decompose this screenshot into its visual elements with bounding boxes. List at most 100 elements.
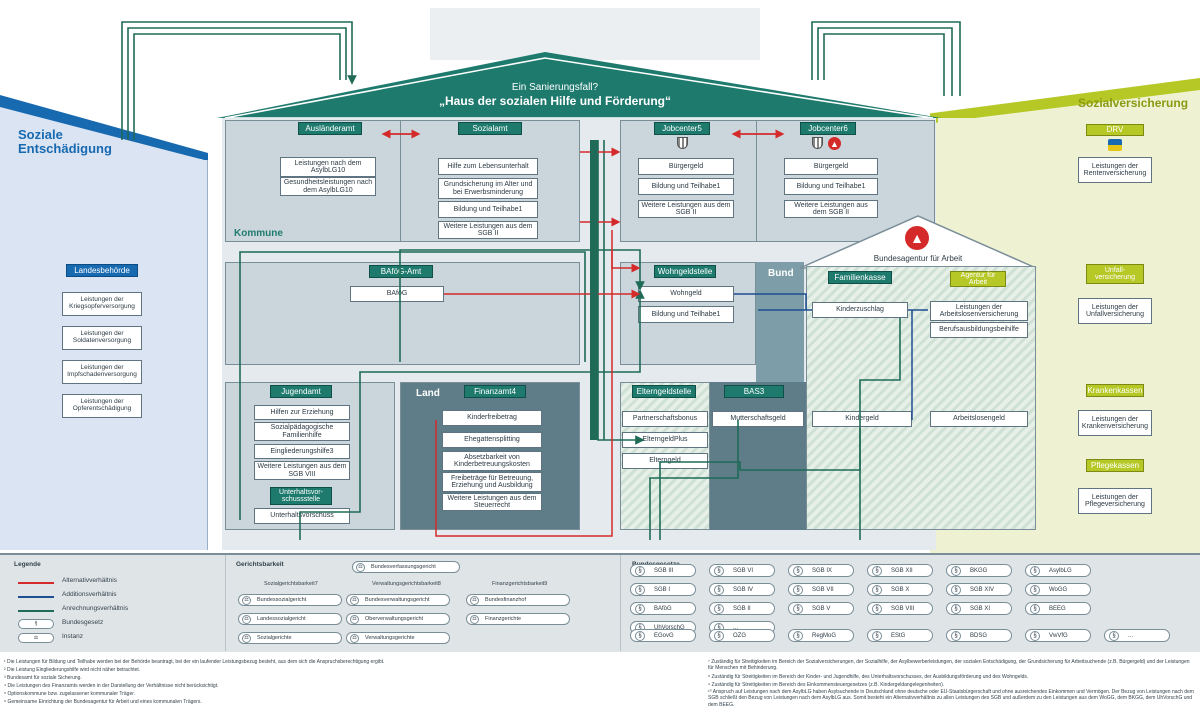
law-item: §RegMoG — [788, 629, 854, 642]
court-name: Finanzgerichte — [485, 616, 522, 622]
law-item: § BEEG — [1025, 602, 1091, 615]
ba-aa-item-1: Leistungen der Arbeitslosenversicherung — [930, 301, 1028, 321]
scales-icon: ⚖ — [470, 595, 479, 605]
kranken-header: Krankenkassen — [1086, 384, 1144, 397]
legend-line-symbol — [18, 596, 54, 598]
jugendamt-header: Jugendamt — [270, 385, 332, 398]
finanzamt-header: Finanzamt4 — [464, 385, 526, 398]
law-item: §BAföG — [630, 602, 696, 615]
paragraph-icon: § — [872, 603, 882, 614]
familienkasse-header: Familienkasse — [828, 271, 892, 284]
left-wing-item: Leistungen der Impfschadenversorgung — [62, 360, 142, 384]
court-name: Sozialgerichte — [257, 635, 292, 641]
court-name: Bundesfinanzhof — [485, 597, 526, 603]
law-item: §SGB XIV — [946, 583, 1012, 596]
law-name: SGB X — [891, 586, 910, 593]
paragraph-icon: § — [635, 565, 645, 576]
law-name: BDSG — [970, 632, 988, 639]
court-item: ⚖ Sozialgerichte — [238, 632, 342, 644]
sa-item-4: Weitere Leistungen aus dem SGB II — [438, 221, 538, 239]
scales-icon: ⚖ — [350, 633, 359, 643]
bafoeg-zone — [225, 262, 580, 365]
law-item: §WoGG — [1025, 583, 1091, 596]
paragraph-icon: § — [714, 603, 724, 614]
law-item: §SGB XI — [946, 602, 1012, 615]
right-wing-title: Sozialversicherung — [1078, 96, 1189, 110]
law-item: §SGB XII — [867, 564, 933, 577]
footnote: ⁸ Zuständig für Streitigkeiten im Bereic… — [708, 674, 1029, 680]
law-name: ... — [1128, 632, 1134, 639]
paragraph-icon: § — [635, 584, 645, 595]
fa-item-4: Freibeträge für Betreuung, Erziehung und… — [442, 472, 542, 492]
fa-item-2: Ehegattensplitting — [442, 432, 542, 448]
elterngeldstelle-header: Elterngeldstelle — [632, 385, 696, 398]
paragraph-icon: § — [872, 630, 882, 641]
law-item: §SGB V — [788, 602, 854, 615]
fa-item-3: Absetzbarkeit von Kinderbetreuungskosten — [442, 451, 542, 471]
eg-item-3: Elterngeld — [622, 453, 708, 469]
bas-header: BAS3 — [724, 385, 784, 398]
law-name: UhVorschG — [654, 624, 685, 631]
court-name: Verwaltungsgerichte — [365, 635, 415, 641]
skyline — [430, 8, 760, 60]
paragraph-icon: § — [872, 584, 882, 595]
wohngeld-bt-item: Bildung und Teilhabe1 — [638, 306, 734, 323]
paragraph-icon: § — [951, 630, 961, 641]
paragraph-icon: § — [635, 603, 645, 614]
paragraph-icon: § — [793, 630, 803, 641]
courts-title: Gerichtsbarkeit — [236, 561, 284, 568]
scales-icon: ⚖ — [470, 614, 479, 624]
pflege-item: Leistungen der Pflegeversicherung — [1078, 488, 1152, 514]
sozialamt-header: Sozialamt — [458, 122, 522, 135]
paragraph-icon: § — [1030, 603, 1040, 614]
pflege-header: Pflegekassen — [1086, 459, 1144, 472]
paragraph-icon: § — [1030, 630, 1040, 641]
bafoeg-amt-header: BAföG-Amt — [369, 265, 433, 278]
law-name: BEEG — [1049, 605, 1066, 612]
court-column-head: Sozialgerichtsbarkeit7 — [264, 581, 318, 587]
law-item: §VwVfG — [1025, 629, 1091, 642]
ba-logo-small-icon: ▲ — [828, 137, 841, 150]
law-item: §EGovG — [630, 629, 696, 642]
kinderzuschlag-item: Kinderzuschlag — [812, 302, 908, 318]
landesbehoerde-header: Landesbehörde — [66, 264, 138, 277]
law-name: WoGG — [1049, 586, 1068, 593]
eg-item-1: Partnerschaftsbonus — [622, 411, 708, 427]
law-name: SGB III — [654, 567, 674, 574]
paragraph-icon: § — [714, 630, 724, 641]
court-item: ⚖Landessozialgericht — [238, 613, 342, 625]
auslaenderamt-header: Ausländeramt — [298, 122, 362, 135]
sa-item-2: Grundsicherung im Alter und bei Erwerbsm… — [438, 178, 538, 199]
left-wing-item: Leistungen der Opferentschädigung — [62, 394, 142, 418]
paragraph-icon: § — [793, 603, 803, 614]
kommune-label: Kommune — [234, 228, 283, 239]
footnote: ⁹ Zuständig für Streitigkeiten im Bereic… — [708, 681, 945, 688]
law-name: EGovG — [654, 632, 674, 639]
unfall-header: Unfall- versicherung — [1086, 264, 1144, 284]
ja-item-4: Weitere Leistungen aus dem SGB VIII — [254, 461, 350, 480]
paragraph-icon: § — [951, 603, 961, 614]
court-item: ⚖Oberverwaltungsgericht — [346, 613, 450, 625]
kommune-divider — [400, 120, 401, 242]
law-item: §OZG — [709, 629, 775, 642]
court-item: ⚖ Verwaltungsgerichte — [346, 632, 450, 644]
law-name: SGB VI — [733, 567, 754, 574]
bas-zone — [710, 382, 806, 530]
unfall-item: Leistungen der Unfallversicherung — [1078, 298, 1152, 324]
bverfg-item: ⚖Bundesverfassungsgericht — [352, 561, 460, 573]
court-name: Oberverwaltungsgericht — [365, 616, 424, 622]
wohngeldstelle-header: Wohngeldstelle — [654, 265, 716, 278]
court-name: Bundesverwaltungsgericht — [365, 597, 430, 603]
sa-item-3: Bildung und Teilhabe1 — [438, 201, 538, 218]
jobcenter5-header: Jobcenter5 — [654, 122, 710, 135]
scales-icon: ⚖ — [242, 633, 251, 643]
footnote: ¹ Die Leistungen für Bildung und Teilhab… — [4, 659, 385, 665]
court-name: Landessozialgericht — [257, 616, 306, 622]
law-name: SGB II — [733, 605, 751, 612]
law-item: §SGB VI — [709, 564, 775, 577]
aa-item-2: Gesundheitsleistungen nach dem AsylbLG10 — [280, 177, 376, 196]
arbeitslosengeld-item: Arbeitslosengeld — [930, 411, 1028, 427]
legend-court-icon: ⚖ — [18, 633, 54, 643]
agentur-header: Agentur für Arbeit — [950, 271, 1006, 287]
mutterschaftsgeld-item: Mutterschaftsgeld — [712, 411, 804, 427]
